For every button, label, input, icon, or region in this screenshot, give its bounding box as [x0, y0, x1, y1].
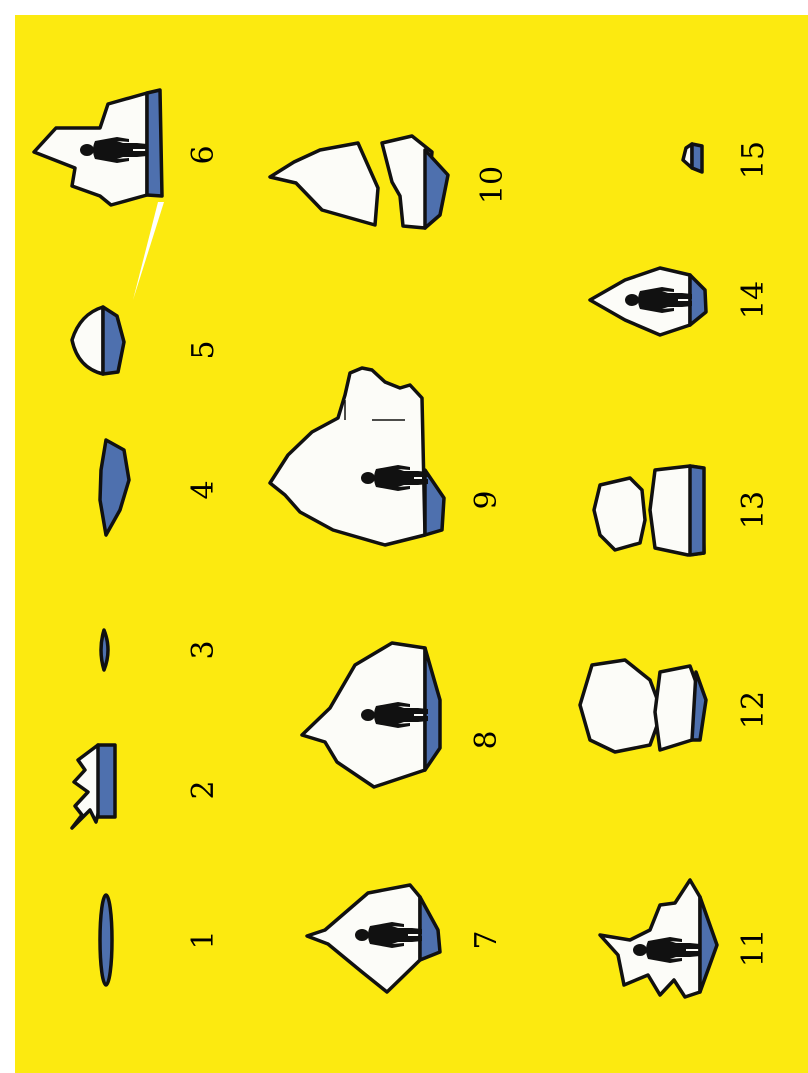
label-9: 9	[469, 490, 504, 509]
svg-text:15: 15	[736, 141, 771, 179]
label-1: 1	[186, 930, 221, 949]
label-6: 6	[186, 145, 221, 164]
label-15: 15	[736, 141, 771, 179]
iceberg-shape-3	[101, 630, 108, 670]
svg-text:14: 14	[736, 281, 771, 319]
svg-text:13: 13	[736, 491, 771, 529]
label-10: 10	[475, 166, 510, 204]
svg-text:5: 5	[186, 340, 221, 359]
label-7: 7	[469, 930, 504, 949]
svg-text:11: 11	[736, 929, 771, 967]
label-8: 8	[469, 730, 504, 749]
svg-text:6: 6	[186, 145, 221, 164]
svg-text:3: 3	[186, 640, 221, 659]
iceberg-shape-1	[100, 895, 112, 985]
iceberg-shape-12	[580, 660, 706, 752]
svg-text:7: 7	[469, 930, 504, 949]
label-11: 11	[736, 929, 771, 967]
label-4: 4	[186, 480, 221, 499]
label-3: 3	[186, 640, 221, 659]
svg-text:10: 10	[475, 166, 510, 204]
svg-text:2: 2	[186, 780, 221, 799]
svg-text:8: 8	[469, 730, 504, 749]
label-13: 13	[736, 491, 771, 529]
svg-text:9: 9	[469, 490, 504, 509]
label-12: 12	[736, 691, 771, 729]
label-5: 5	[186, 340, 221, 359]
svg-text:12: 12	[736, 691, 771, 729]
svg-text:1: 1	[186, 930, 221, 949]
svg-text:4: 4	[186, 480, 221, 499]
label-2: 2	[186, 780, 221, 799]
label-14: 14	[736, 281, 771, 319]
